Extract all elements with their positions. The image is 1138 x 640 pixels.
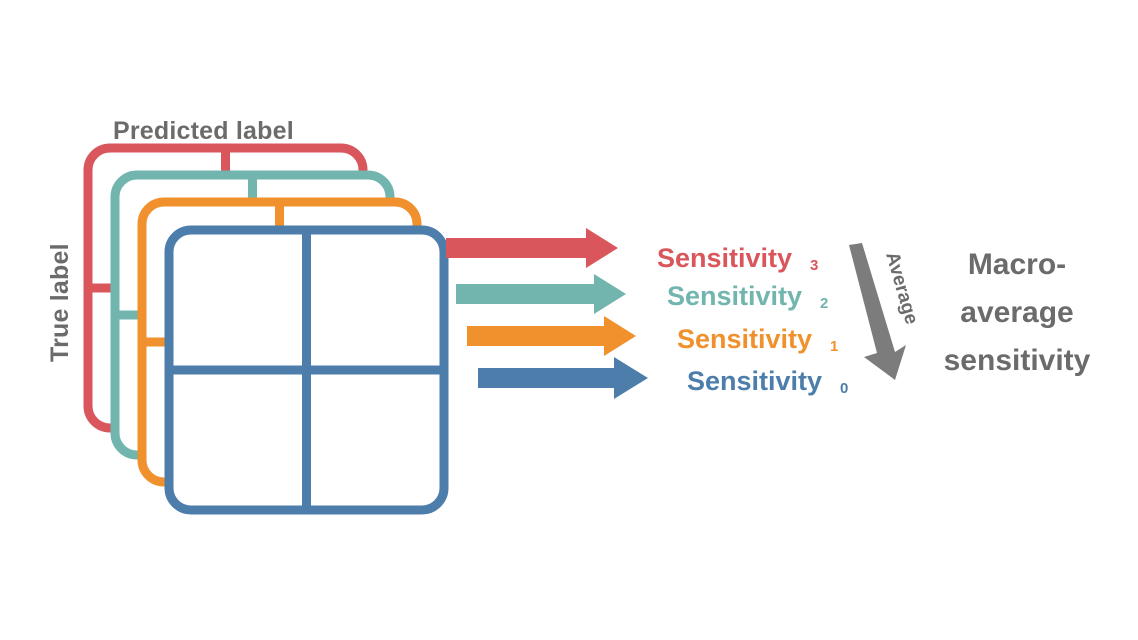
sensitivity-label-3[interactable]: Sensitivity 3 bbox=[657, 243, 818, 274]
arrow-sensitivity-0-shape bbox=[478, 357, 648, 399]
macro-average-sensitivity-result: Macro- average sensitivity bbox=[944, 248, 1091, 377]
sensitivity-label-2-base: Sensitivity bbox=[667, 281, 802, 311]
average-arrow-shape bbox=[849, 243, 906, 380]
arrow-sensitivity-2-shape bbox=[456, 274, 626, 314]
arrow-sensitivity-1[interactable] bbox=[467, 316, 636, 356]
result-line-2: average bbox=[960, 296, 1073, 329]
sensitivity-label-3-base: Sensitivity bbox=[657, 243, 792, 273]
arrow-sensitivity-2[interactable] bbox=[456, 274, 626, 314]
arrow-sensitivity-0[interactable] bbox=[478, 357, 648, 399]
sensitivity-label-3-subscript: 3 bbox=[810, 257, 818, 274]
average-arrow[interactable] bbox=[849, 243, 906, 380]
sensitivity-label-1[interactable]: Sensitivity 1 bbox=[677, 324, 838, 355]
true-label-text: True label bbox=[46, 243, 74, 362]
sensitivity-label-2-subscript: 2 bbox=[820, 295, 828, 312]
sensitivity-label-0-subscript: 0 bbox=[840, 380, 848, 397]
result-line-1: Macro- bbox=[968, 248, 1066, 281]
sensitivity-label-1-subscript: 1 bbox=[830, 338, 838, 355]
sensitivity-label-2[interactable]: Sensitivity 2 bbox=[667, 281, 828, 312]
sensitivity-label-0-base: Sensitivity bbox=[687, 366, 822, 396]
arrow-sensitivity-3[interactable] bbox=[446, 228, 618, 268]
arrow-sensitivity-3-shape bbox=[446, 228, 618, 268]
predicted-label-text: Predicted label bbox=[113, 117, 294, 145]
result-line-3: sensitivity bbox=[944, 344, 1091, 377]
arrow-sensitivity-1-shape bbox=[467, 316, 636, 356]
confusion-matrix-class-0[interactable] bbox=[164, 225, 449, 515]
sensitivity-label-0[interactable]: Sensitivity 0 bbox=[687, 366, 848, 397]
sensitivity-label-1-base: Sensitivity bbox=[677, 324, 812, 354]
